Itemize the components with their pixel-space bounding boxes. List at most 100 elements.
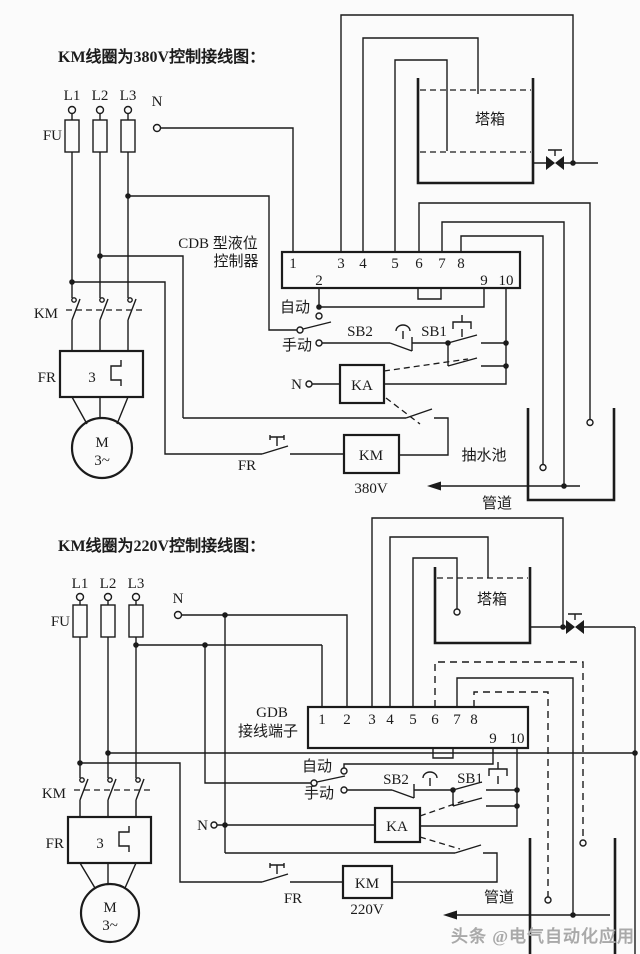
ka-no-contact [392, 844, 498, 883]
coil-label: KM [355, 876, 379, 892]
probe-electrode [579, 839, 587, 847]
auto-contact [340, 767, 348, 775]
ka-selfhold-contact [452, 790, 517, 807]
fr-reset-icon [269, 863, 285, 874]
motor-m: M 3~ [70, 416, 134, 480]
manual-mode-label: 手动 [282, 337, 312, 354]
sb2-label: SB2 [383, 772, 409, 788]
motor-circle [79, 882, 141, 944]
junction-dot [222, 822, 228, 828]
terminal-number: 7 [453, 712, 461, 728]
probe-electrode [539, 463, 547, 472]
pipe-arrow [427, 481, 441, 491]
junction-dot [561, 483, 567, 489]
probe-electrode [544, 896, 552, 904]
tank-walls [416, 78, 535, 185]
fuse-symbol [128, 604, 144, 638]
terminal-strip-gdb: GDB 接线端子 1 2 3 4 5 6 7 8 9 10 [238, 705, 530, 759]
terminal-circle [131, 592, 141, 602]
fr-nc-contact [261, 873, 289, 883]
relay-label: KA [386, 819, 408, 835]
thermal-relay-label: FR [38, 370, 56, 386]
fuse-symbol [92, 119, 108, 153]
terminal-number: 2 [315, 273, 323, 289]
junction-dot [503, 363, 509, 369]
power-supply-220v: L1 L2 L3 FU N [51, 576, 635, 883]
contactor-km-contacts: KM [42, 777, 150, 817]
contactor-coil-km: FR KM 380V [183, 408, 449, 497]
phase-label-l2: L2 [100, 576, 117, 592]
terminal-number: 8 [470, 712, 478, 728]
terminal-number: 1 [289, 256, 297, 272]
auto-mode-label: 自动 [302, 758, 332, 775]
diagram-title: KM线圈为220V控制接线图： [58, 536, 265, 555]
coil-voltage: 220V [350, 902, 384, 918]
neutral-wire [181, 614, 348, 707]
terminal-circle [152, 123, 162, 133]
pipe-arrow [443, 910, 457, 920]
junction-dot [570, 912, 576, 918]
manual-contact [315, 339, 323, 347]
pushbutton-head-icon [488, 762, 508, 784]
fuse-symbol [100, 604, 116, 638]
fuse-label: FU [51, 614, 70, 630]
diagram-title: KM线圈为380V控制接线图： [58, 47, 265, 66]
terminal-jumper [417, 288, 442, 300]
motor-m: M 3~ [79, 882, 141, 944]
relay-label: KA [351, 378, 373, 394]
junction-dot [514, 803, 520, 809]
phase-label-l2: L2 [92, 88, 109, 104]
pool-walls [528, 838, 617, 954]
ka-selfhold-contact [447, 343, 506, 367]
terminal-circle [75, 592, 85, 602]
terminal-number: 3 [368, 712, 376, 728]
sb2-nc-contact [391, 784, 453, 799]
valve-icon [566, 620, 584, 634]
thermal-relay-fr: FR 3 [46, 815, 153, 889]
mode-selector: 自动 手动 [302, 748, 494, 802]
motor-type: 3~ [102, 918, 118, 934]
coil-km-box [342, 433, 401, 475]
terminal-circle [67, 105, 77, 115]
control-phase-wire [128, 195, 297, 331]
relay-ka: N KA [291, 358, 469, 425]
suction-pool: 管道 [443, 838, 617, 954]
fuse-symbol [120, 119, 136, 153]
terminal-number: 5 [409, 712, 417, 728]
coil-feed-wire [80, 762, 262, 883]
neutral-label: N [173, 591, 184, 607]
selector-blade [316, 775, 346, 783]
controller-name-2: 接线端子 [238, 723, 298, 740]
terminal-circle [103, 592, 113, 602]
terminal-number: 10 [510, 731, 525, 747]
controller-name-1: CDB 型液位 [178, 235, 258, 252]
auto-mode-label: 自动 [280, 299, 310, 316]
terminal-number: 6 [431, 712, 439, 728]
junction-dot [514, 787, 520, 793]
junction-dot [503, 340, 509, 346]
sb1-label: SB1 [421, 324, 447, 340]
pushbuttons-220v: SB2 SB1 [383, 748, 520, 827]
probe-wire-dashed [434, 661, 584, 840]
terminal-circle [95, 105, 105, 115]
level-controller-cdb: CDB 型液位 控制器 1 3 4 5 6 7 8 2 9 10 [178, 235, 522, 300]
motor-circle [70, 416, 134, 480]
contactor-label: KM [42, 786, 66, 802]
junction-dot [560, 624, 566, 630]
power-supply-380v: L1 L2 L3 FU N [43, 88, 297, 455]
phase-label-l1: L1 [72, 576, 89, 592]
thermal-relay-fr: FR 3 [38, 349, 145, 425]
manual-mode-label: 手动 [304, 785, 334, 802]
relay-neutral-label: N [291, 377, 302, 393]
watermark: 头条 @电气自动化应用 [451, 926, 635, 946]
water-tower-tank: 塔箱 [433, 567, 638, 954]
selector-common [296, 326, 304, 334]
terminal-circle [123, 105, 133, 115]
relay-ka: N KA [197, 615, 467, 854]
terminal-number: 4 [386, 712, 394, 728]
coil-feed-wire [72, 281, 262, 455]
terminal-circle [305, 380, 313, 388]
pushbutton-head-icon [452, 315, 472, 337]
coil-return-wire [100, 255, 184, 418]
